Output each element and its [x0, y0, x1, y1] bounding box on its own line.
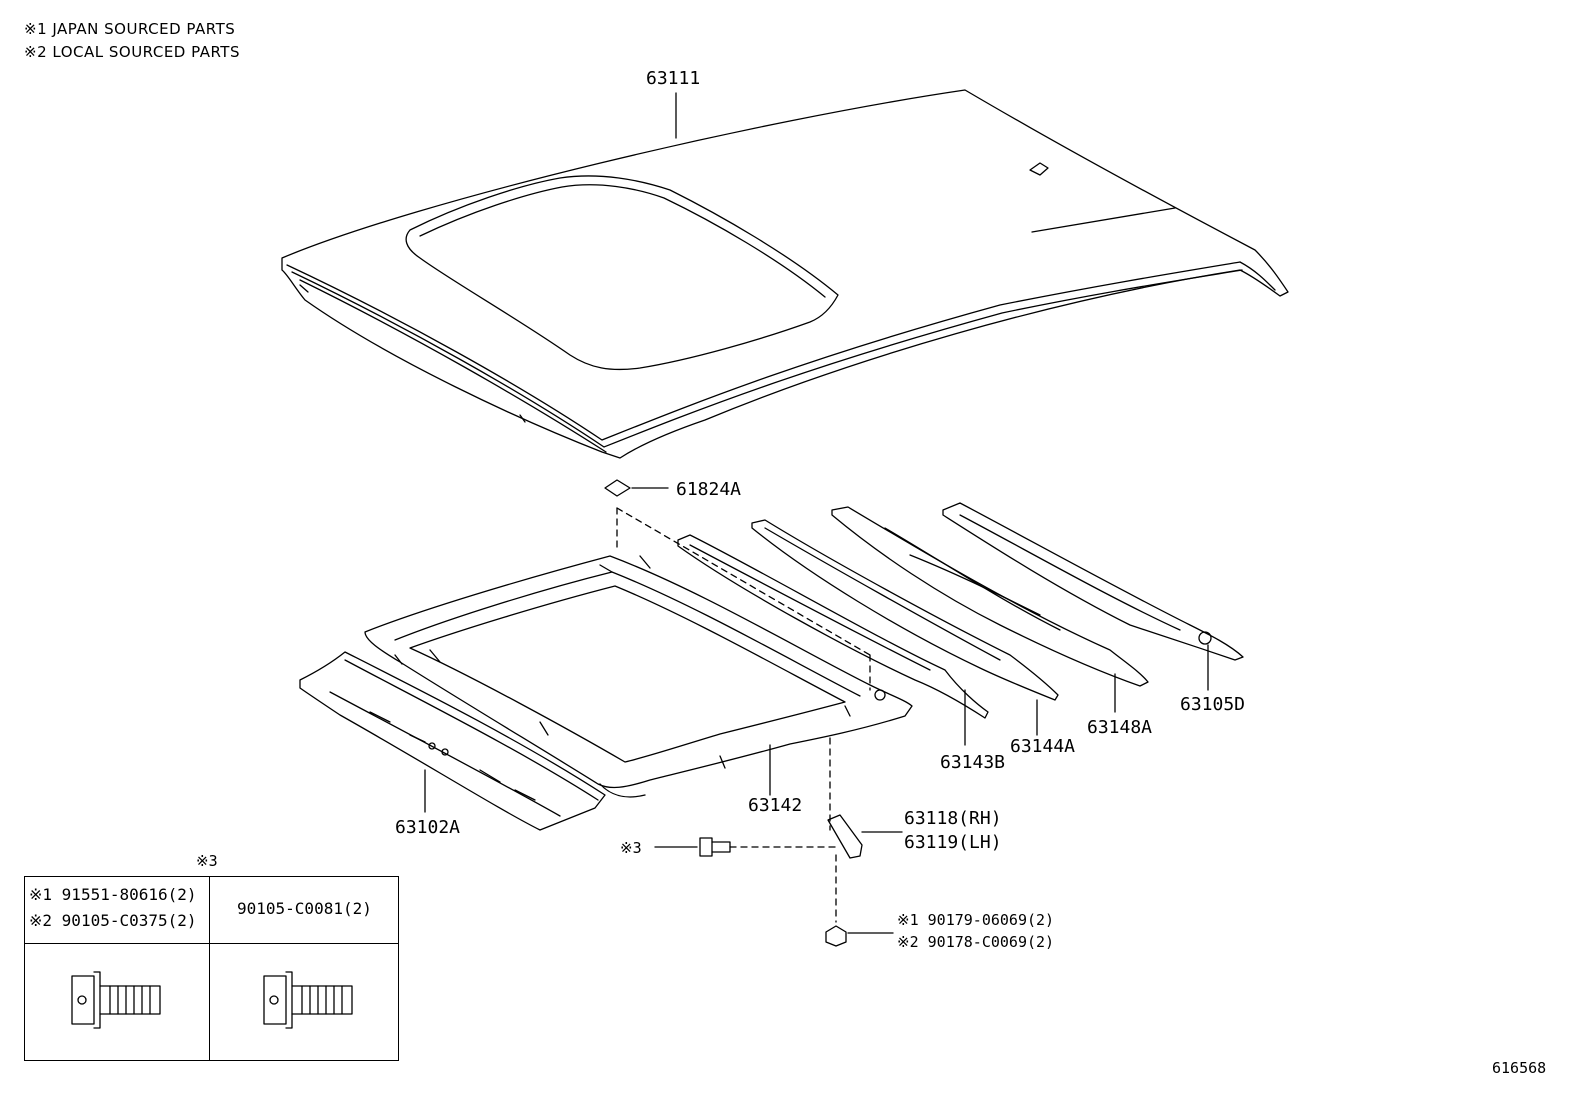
bolt-drawing [654, 837, 731, 857]
bolt-table: ※1 91551-80616(2) ※2 90105-C0375(2) 9010… [24, 876, 399, 1061]
note-japan-sourced: ※1 JAPAN SOURCED PARTS [24, 20, 236, 38]
table-left-line2: ※2 90105-C0375(2) [29, 911, 197, 930]
roof-bow-63143B-drawing [677, 534, 989, 746]
label-63105D: 63105D [1180, 694, 1246, 715]
roof-panel-drawing [281, 89, 1289, 459]
label-63148A: 63148A [1087, 717, 1153, 738]
plate-61824A [604, 479, 631, 497]
table-header: ※3 [196, 852, 218, 870]
bracket-drawing [827, 814, 903, 859]
note-local-sourced: ※2 LOCAL SOURCED PARTS [24, 43, 240, 61]
label-63111: 63111 [646, 68, 701, 89]
label-63142: 63142 [748, 795, 803, 816]
roof-bow-63148A-drawing [831, 506, 1149, 713]
label-ref-3: ※3 [620, 839, 642, 857]
label-61824A: 61824A [676, 479, 742, 500]
nut-drawing [825, 925, 894, 947]
diagram-id: 616568 [1492, 1059, 1547, 1077]
front-header-drawing [299, 651, 606, 831]
roof-bow-63144A-drawing [751, 519, 1059, 736]
table-left-line1: ※1 91551-80616(2) [29, 885, 197, 904]
rear-header-63105D-drawing [942, 502, 1244, 691]
table-divider-vertical [209, 877, 210, 1060]
label-63143B: 63143B [940, 752, 1006, 773]
sunroof-frame-drawing [364, 555, 913, 798]
label-63118-rh: 63118(RH) [904, 808, 1002, 829]
table-bolt-left-drawing [71, 971, 161, 1029]
label-63144A: 63144A [1010, 736, 1076, 757]
table-divider-horizontal [25, 943, 398, 944]
label-63102A: 63102A [395, 817, 461, 838]
table-bolt-right-drawing [263, 971, 353, 1029]
label-63119-lh: 63119(LH) [904, 832, 1002, 853]
table-right-line1: 90105-C0081(2) [237, 899, 372, 918]
label-nut-japan: ※1 90179-06069(2) [897, 911, 1055, 929]
label-nut-local: ※2 90178-C0069(2) [897, 933, 1055, 951]
